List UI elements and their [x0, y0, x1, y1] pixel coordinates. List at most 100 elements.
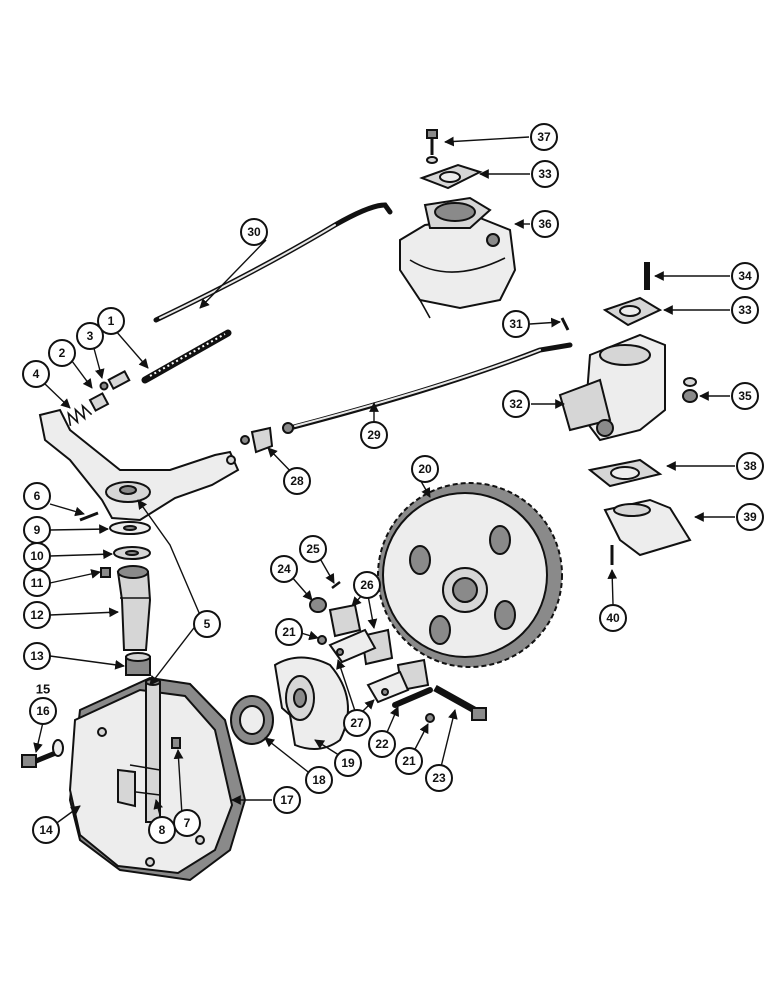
svg-text:10: 10: [30, 549, 44, 563]
callout-27: 27: [343, 709, 371, 737]
pin-rod: [392, 687, 433, 708]
svg-text:3: 3: [87, 329, 94, 343]
callout-2: 2: [48, 339, 76, 367]
svg-text:11: 11: [31, 576, 44, 590]
svg-text:33: 33: [538, 167, 552, 181]
svg-text:38: 38: [743, 459, 757, 473]
air-elbow: [603, 498, 692, 557]
svg-text:34: 34: [738, 269, 752, 283]
svg-text:22: 22: [375, 737, 389, 751]
svg-text:36: 36: [538, 217, 552, 231]
callout-17: 17: [273, 786, 301, 814]
cover-bolt: [21, 739, 64, 768]
svg-text:37: 37: [537, 130, 551, 144]
governor-shaft: [117, 678, 161, 823]
lever-pin: [79, 511, 99, 522]
callout-28: 28: [283, 467, 311, 495]
svg-text:24: 24: [277, 562, 291, 576]
shaft-washers: [109, 521, 151, 560]
svg-text:18: 18: [312, 773, 326, 787]
svg-text:25: 25: [306, 542, 320, 556]
carb-gasket-top: [419, 163, 483, 190]
callout-10: 10: [23, 542, 51, 570]
callout-40: 40: [599, 604, 627, 632]
svg-text:12: 12: [30, 608, 44, 622]
bushing: [125, 652, 151, 676]
carburetor: [399, 196, 517, 319]
svg-text:33: 33: [738, 303, 752, 317]
callout-4: 4: [22, 360, 50, 388]
governor-sleeve: [116, 565, 152, 651]
svg-text:8: 8: [159, 823, 166, 837]
callout-20: 20: [411, 455, 439, 483]
callout-32: 32: [502, 390, 530, 418]
svg-text:28: 28: [290, 474, 304, 488]
callout-38: 38: [736, 452, 764, 480]
svg-text:16: 16: [36, 704, 50, 718]
small-pin: [317, 635, 327, 645]
callout-33-top: 33: [531, 160, 559, 188]
callout-5: 5: [193, 610, 221, 638]
callout-23: 23: [425, 764, 453, 792]
flange-nuts: [682, 377, 698, 403]
svg-text:35: 35: [738, 389, 752, 403]
svg-text:21: 21: [282, 625, 296, 639]
callout-31: 31: [502, 310, 530, 338]
svg-text:32: 32: [509, 397, 523, 411]
callout-21b: 21: [395, 747, 423, 775]
svg-text:26: 26: [360, 578, 374, 592]
weight-links: [328, 628, 410, 704]
svg-text:6: 6: [34, 489, 41, 503]
governor-gear: [377, 482, 563, 668]
cotter-pin: [560, 317, 570, 331]
svg-text:27: 27: [350, 716, 364, 730]
callout-30: 30: [240, 218, 268, 246]
callout-34: 34: [731, 262, 759, 290]
callout-1: 1: [97, 307, 125, 335]
svg-text:30: 30: [247, 225, 261, 239]
svg-text:1: 1: [108, 314, 115, 328]
threaded-rod: [141, 329, 232, 384]
gear-bolt: [433, 684, 487, 721]
top-screw: [426, 129, 438, 164]
manifold-gasket: [587, 458, 663, 488]
callout-21a: 21: [275, 618, 303, 646]
callout-35: 35: [731, 382, 759, 410]
svg-text:13: 13: [30, 649, 44, 663]
governor-rod-upper: [153, 202, 393, 323]
callout-39: 39: [736, 503, 764, 531]
svg-text:20: 20: [418, 462, 432, 476]
small-screw: [171, 737, 181, 749]
callout-33-right: 33: [731, 296, 759, 324]
svg-text:4: 4: [33, 367, 40, 381]
set-screw: [100, 567, 111, 578]
callout-14: 14: [32, 816, 60, 844]
callout-24: 24: [270, 555, 298, 583]
svg-text:9: 9: [34, 523, 41, 537]
svg-text:31: 31: [509, 317, 523, 331]
callout-12: 12: [23, 601, 51, 629]
svg-text:19: 19: [341, 756, 355, 770]
svg-text:40: 40: [606, 611, 620, 625]
callout-16: 16: [29, 697, 57, 725]
svg-text:14: 14: [39, 823, 53, 837]
small-pin-2: [425, 713, 435, 723]
callout-19: 19: [334, 749, 362, 777]
label-15: 15: [36, 682, 50, 697]
svg-text:21: 21: [402, 754, 416, 768]
clevis: [240, 426, 274, 454]
governor-cup: [273, 656, 349, 750]
rod-spring-assembly: [67, 370, 131, 427]
svg-text:5: 5: [204, 617, 211, 631]
governor-rod-lower: [282, 342, 573, 434]
callout-29: 29: [360, 421, 388, 449]
nut-and-cotter: [309, 581, 341, 613]
callout-8: 8: [148, 816, 176, 844]
callout-37: 37: [530, 123, 558, 151]
svg-text:29: 29: [367, 428, 381, 442]
callout-26: 26: [353, 571, 381, 599]
carb-gasket-right: [602, 296, 663, 327]
callout-3: 3: [76, 322, 104, 350]
svg-text:17: 17: [280, 793, 294, 807]
